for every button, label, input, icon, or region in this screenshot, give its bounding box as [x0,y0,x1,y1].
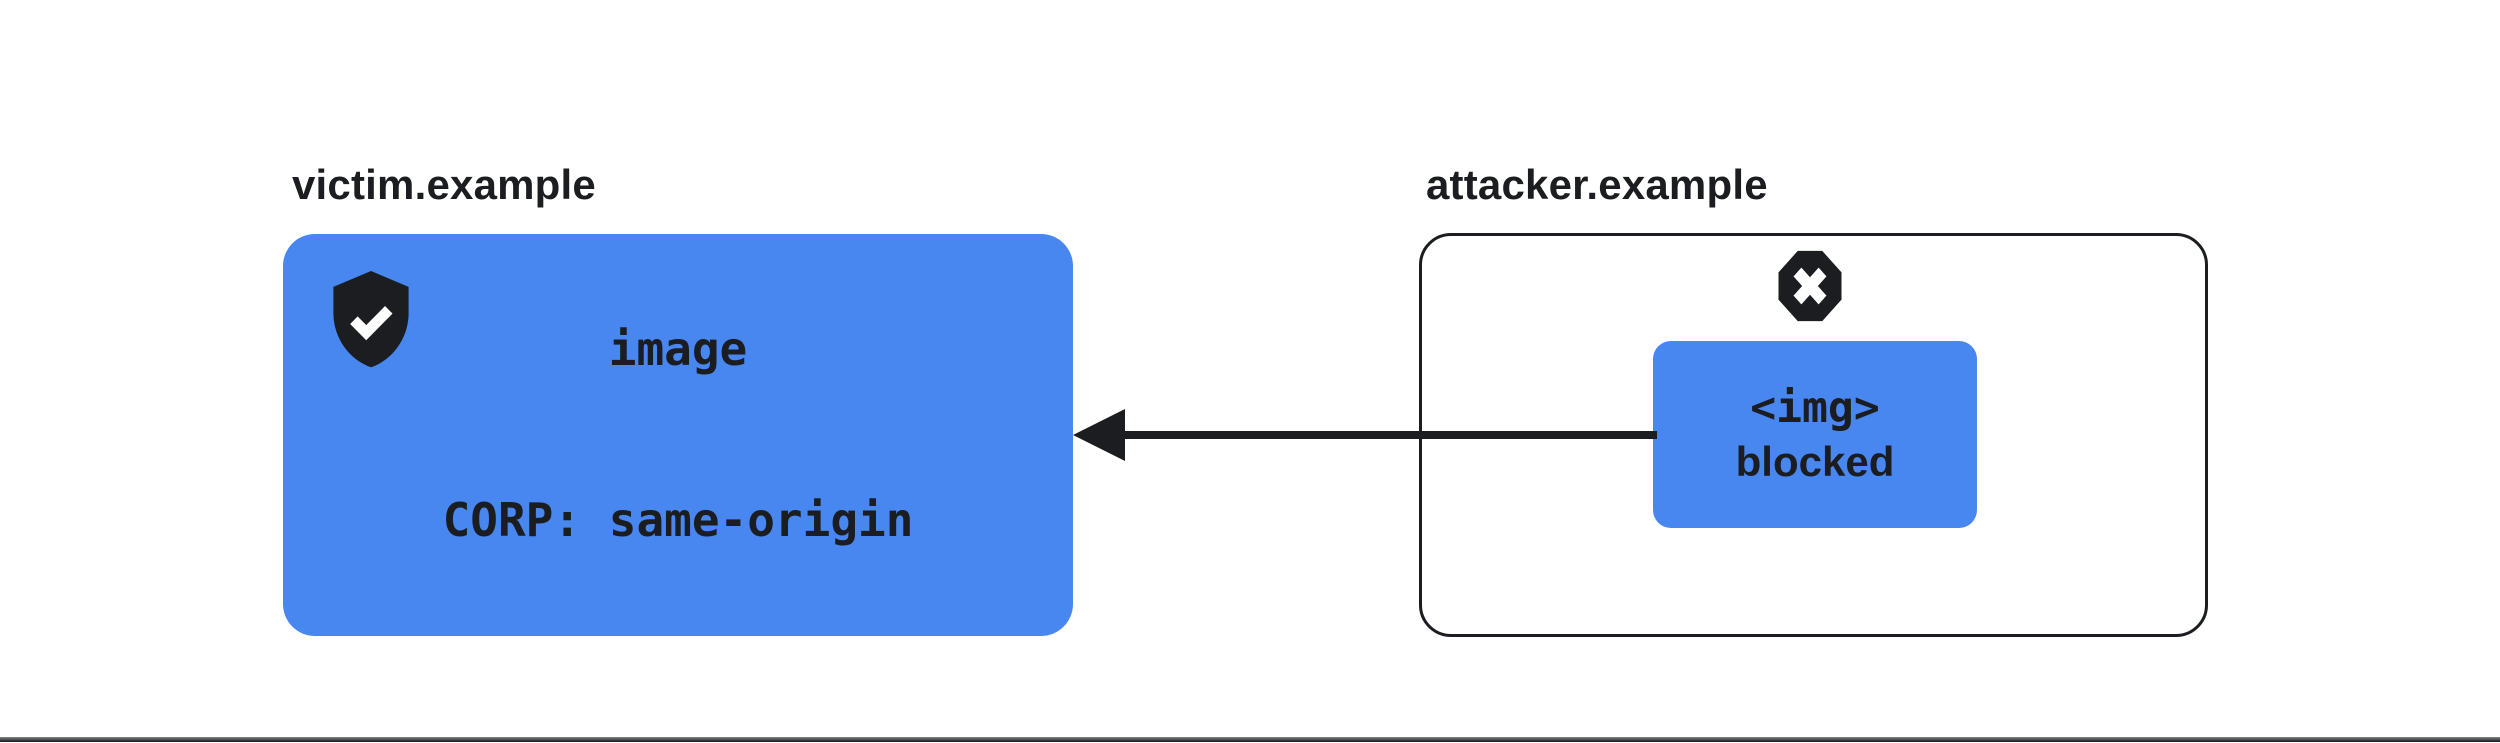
victim-resource-box: image CORP: same-origin [283,234,1073,636]
blocked-status-label: blocked [1735,437,1895,485]
blocked-request-arrow [1073,409,1657,461]
attacker-page-box: <img> blocked [1419,233,2208,637]
attacker-origin-label: attacker.example [1426,161,1768,208]
page-bottom-rule [0,737,2500,742]
resource-type-label: image [608,322,748,376]
blocked-x-icon [1778,250,1842,322]
blocked-request-chip: <img> blocked [1653,341,1977,528]
shield-check-icon [333,271,409,368]
victim-origin-label: victim.example [292,161,596,208]
img-tag-label: <img> [1750,382,1880,433]
victim-resource-text: image CORP: same-origin [443,207,914,663]
corp-header-label: CORP: same-origin [442,493,914,547]
